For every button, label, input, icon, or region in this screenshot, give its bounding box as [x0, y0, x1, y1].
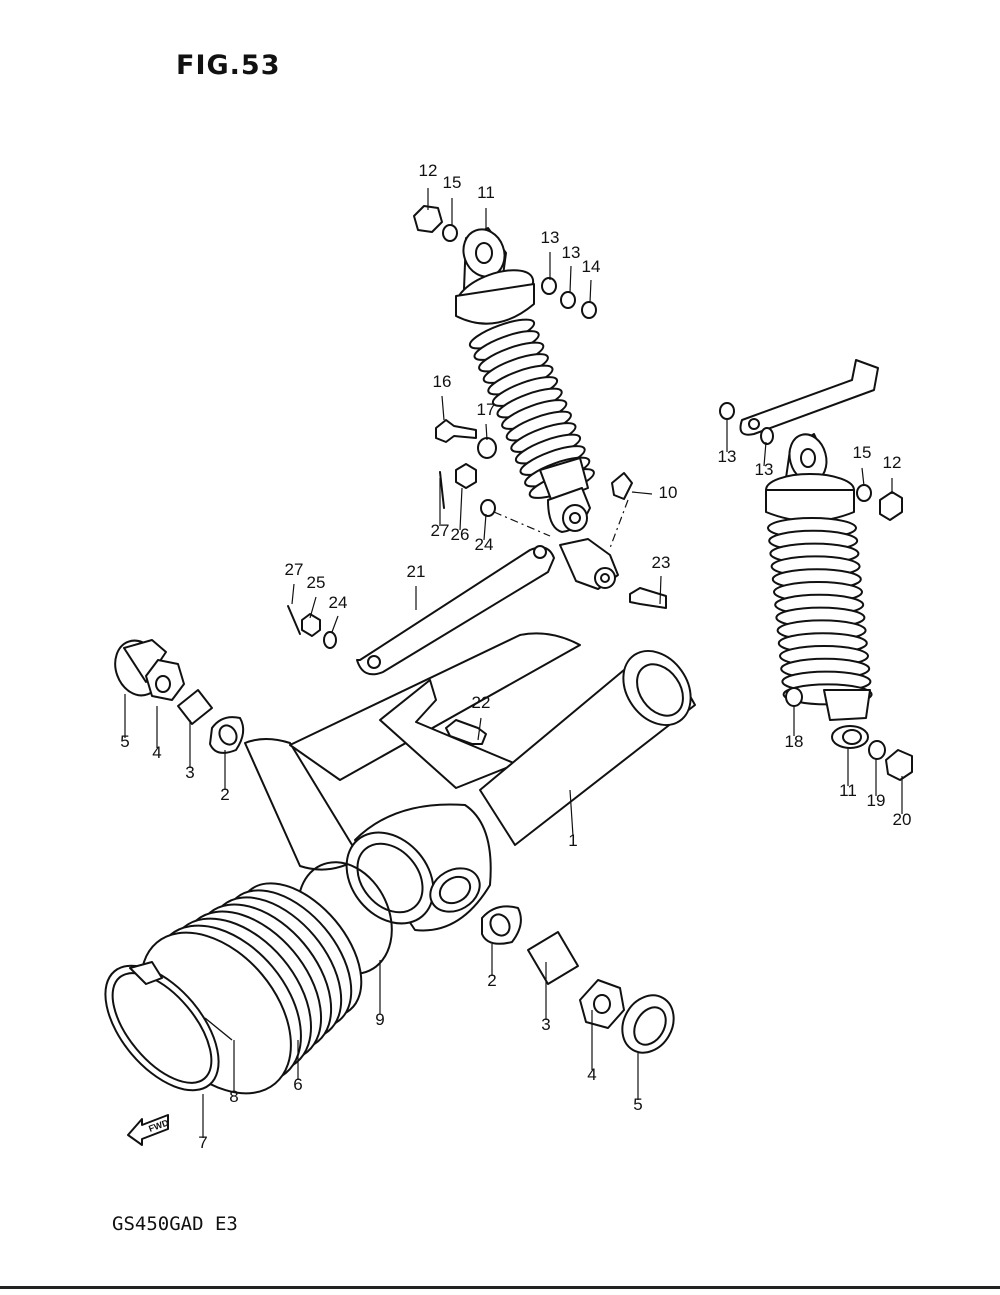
callout-9: 9: [375, 1010, 384, 1029]
callout-15: 15: [443, 173, 462, 192]
callout-1: 1: [568, 831, 577, 850]
callout-12: 12: [419, 161, 438, 180]
callout-19: 19: [867, 791, 886, 810]
model-code: GS450GAD E3: [112, 1213, 238, 1235]
right-pivot-parts: [481, 905, 675, 1054]
upper-bracket-plate: [739, 359, 879, 436]
leader-line-24: [483, 513, 487, 541]
callout-11: 11: [839, 781, 857, 800]
callout-10: 10: [659, 483, 678, 502]
callout-20: 20: [893, 810, 912, 829]
callout-25: 25: [307, 573, 326, 592]
shock-mount-bracket: [559, 538, 619, 590]
leader-line-16: [441, 395, 445, 421]
leader-line-13: [763, 441, 767, 467]
callout-13: 13: [718, 447, 737, 466]
leader-line-10: [631, 491, 653, 495]
leader-line-25: [309, 596, 317, 619]
figure-title: FIG.53: [176, 50, 281, 81]
leader-line-23: [659, 575, 662, 605]
callout-21: 21: [407, 562, 426, 581]
callout-13: 13: [541, 228, 560, 247]
leader-line-17: [485, 423, 488, 441]
callout-2: 2: [220, 785, 229, 804]
callout-11: 11: [477, 183, 495, 202]
callout-5: 5: [120, 732, 129, 751]
callout-24: 24: [329, 593, 348, 612]
callout-4: 4: [587, 1065, 596, 1084]
callout-12: 12: [883, 453, 902, 472]
callout-24: 24: [475, 535, 494, 554]
callout-2: 2: [487, 971, 496, 990]
callout-17: 17: [477, 400, 496, 419]
leader-line-14: [589, 279, 592, 303]
callout-7: 7: [198, 1133, 207, 1152]
callout-23: 23: [652, 553, 671, 572]
callout-22: 22: [472, 693, 491, 712]
boot-clamp-assembly: [104, 861, 393, 1095]
callout-18: 18: [785, 732, 804, 751]
callout-leader-lines: [124, 188, 903, 1138]
left-pivot-parts: [114, 639, 245, 754]
callout-3: 3: [185, 763, 194, 782]
leader-line-15: [861, 467, 865, 487]
left-shock-absorber: [455, 227, 595, 533]
leader-line-27: [291, 583, 295, 605]
callout-14: 14: [582, 257, 601, 276]
leader-line-26: [459, 487, 463, 531]
callout-27: 27: [431, 521, 450, 540]
callout-27: 27: [285, 560, 304, 579]
fwd-arrow-icon: FWD: [127, 1114, 170, 1146]
callout-6: 6: [293, 1075, 302, 1094]
callout-8: 8: [229, 1087, 238, 1106]
callout-13: 13: [755, 460, 774, 479]
torque-rod: [356, 545, 555, 676]
small-hardware: [287, 205, 913, 781]
swing-arm: [244, 632, 696, 932]
page-bottom-rule: [0, 1286, 1000, 1289]
callout-15: 15: [853, 443, 872, 462]
callout-3: 3: [541, 1015, 550, 1034]
leader-line-13: [569, 265, 572, 293]
leader-line-1: [569, 789, 574, 837]
callout-4: 4: [152, 743, 161, 762]
callout-5: 5: [633, 1095, 642, 1114]
callout-16: 16: [433, 372, 452, 391]
leader-line-24: [331, 615, 339, 633]
right-shock-absorber: [765, 433, 873, 749]
callout-13: 13: [562, 243, 581, 262]
callout-26: 26: [451, 525, 470, 544]
leader-line-22: [477, 717, 482, 741]
